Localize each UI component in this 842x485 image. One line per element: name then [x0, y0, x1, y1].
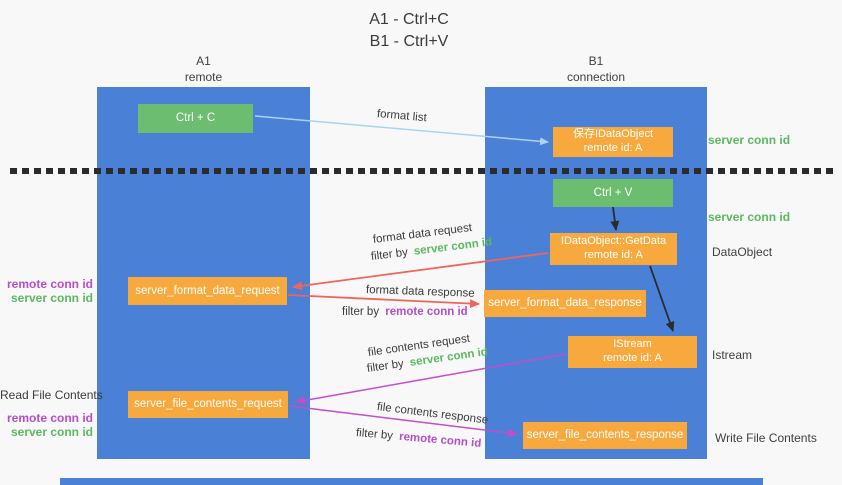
istream-line2: remote id: A [603, 352, 662, 364]
left-server-conn-id-1: server conn id [10, 291, 93, 305]
lane-a1-id: A1 [196, 54, 211, 68]
lane-a1-role: remote [184, 69, 223, 84]
left-read-file-contents-label: Read File Contents [0, 388, 103, 402]
getdata-line2: remote id: A [584, 249, 643, 261]
server-file-contents-response-label: server_file_contents_response [526, 429, 684, 442]
left-server-conn-id-2: server conn id [10, 425, 93, 439]
getdata-line1: IDataObject::GetData [560, 235, 667, 248]
right-write-file-contents-label: Write File Contents [715, 431, 817, 445]
istream-to-file-request-arrow [295, 353, 567, 405]
filter-by-remote-conn-id-label-1: filter by remote conn id [342, 306, 468, 318]
server-format-data-request-label: server_format_data_request [135, 284, 280, 297]
right-dataobject-label: DataObject [712, 245, 773, 259]
diagram-title: A1 - Ctrl+C B1 - Ctrl+V [0, 9, 818, 52]
remote-conn-id-text-1: remote conn id [385, 306, 468, 318]
right-server-conn-id-2: server conn id [708, 210, 791, 224]
title-line-2: B1 - Ctrl+V [369, 32, 449, 50]
server-format-data-response-node: server_format_data_response [484, 290, 646, 317]
title-line-1: A1 - Ctrl+C [369, 11, 449, 28]
save-idataobject-line2: remote id: A [583, 142, 643, 154]
lane-b1-id: B1 [588, 54, 604, 68]
getdata-to-format-request-arrow [292, 252, 549, 291]
format-request-to-response-arrow [287, 294, 480, 309]
server-file-contents-response-node: server_file_contents_response [523, 422, 687, 449]
lane-header-a1: A1 remote [97, 54, 310, 85]
filter-by-text-2: filter by [342, 306, 380, 318]
save-idataobject-node: 保存IDataObject remote id: A [553, 127, 673, 157]
ctrl-c-label: Ctrl + C [175, 112, 216, 125]
getdata-to-istream-arrow [649, 265, 675, 332]
bottom-partial-lane [60, 478, 763, 485]
server-file-contents-request-label: server_file_contents_request [134, 398, 282, 411]
istream-line1: IStream [613, 338, 652, 351]
istream-node: IStream remote id: A [568, 336, 697, 368]
lane-b1-role: connection [566, 69, 626, 84]
ctrl-v-label: Ctrl + V [593, 186, 633, 199]
save-idataobject-line1: 保存IDataObject [572, 128, 654, 141]
server-file-contents-request-node: server_file_contents_request [128, 391, 288, 418]
server-format-data-request-node: server_format_data_request [128, 277, 287, 305]
left-remote-conn-id-1: remote conn id [6, 277, 93, 291]
ctrl-v-node: Ctrl + V [553, 179, 673, 207]
ctrl-c-node: Ctrl + C [138, 104, 253, 133]
left-remote-conn-id-2: remote conn id [6, 411, 93, 425]
format-list-arrow [254, 115, 549, 146]
file-request-to-response-arrow [289, 405, 518, 438]
idataobject-getdata-node: IDataObject::GetData remote id: A [550, 233, 677, 265]
lane-header-b1: B1 connection [485, 54, 707, 85]
server-format-data-response-label: server_format_data_response [488, 297, 642, 310]
right-server-conn-id-1: server conn id [708, 133, 791, 147]
ctrlv-to-getdata-arrow [610, 206, 620, 231]
right-istream-label: Istream [712, 348, 753, 362]
